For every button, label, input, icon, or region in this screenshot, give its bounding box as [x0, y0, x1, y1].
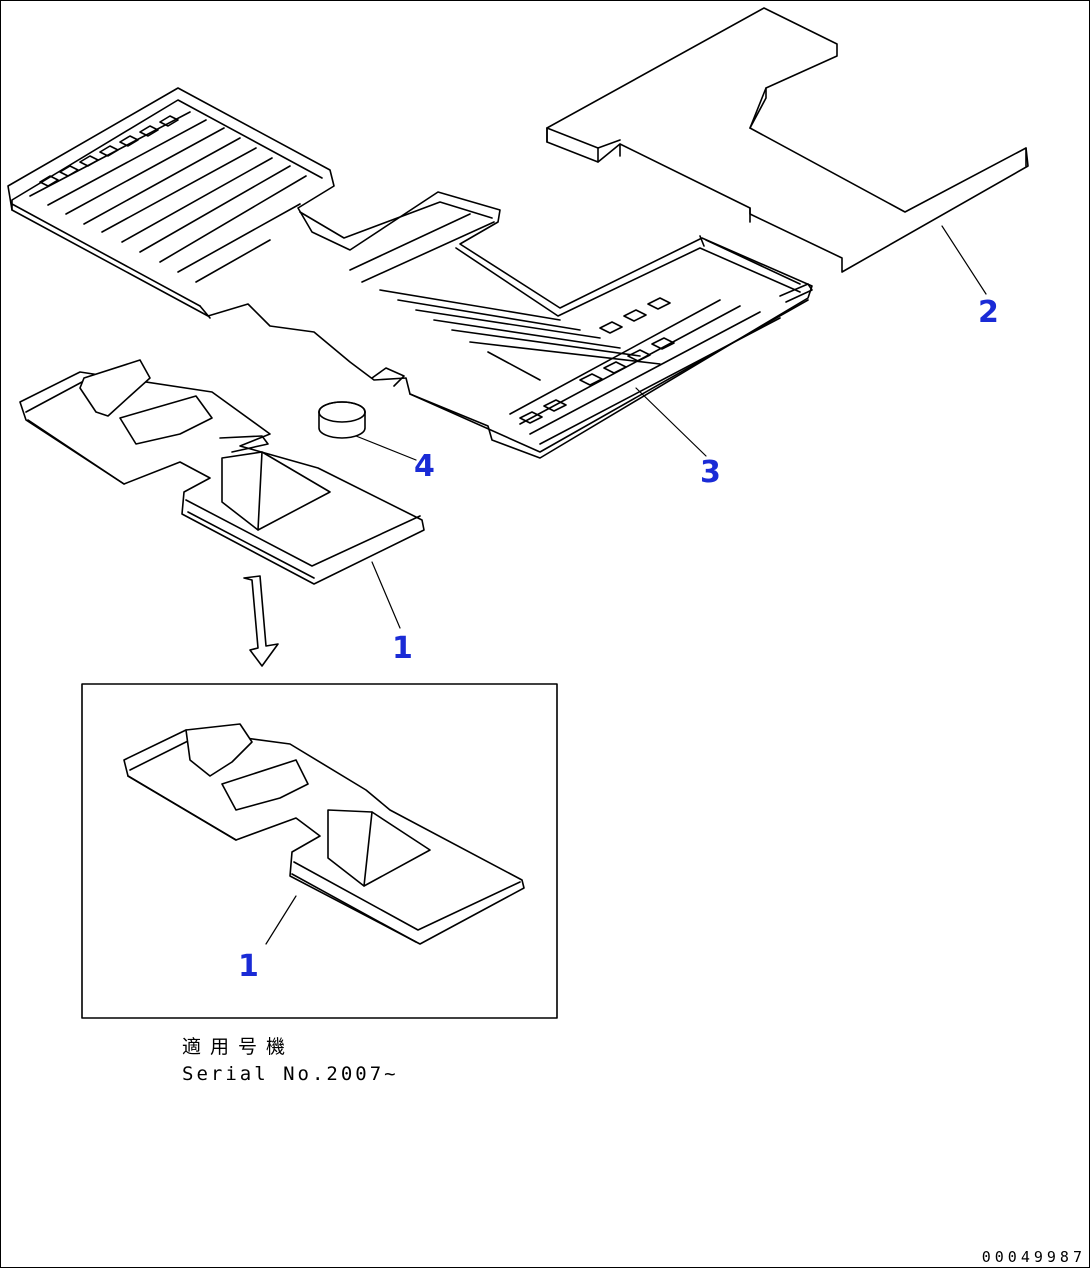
- callout-2: 2: [978, 295, 999, 330]
- part-1-front-mat: [19, 359, 425, 585]
- part-3-floor-plate: [7, 87, 813, 459]
- drawing-number: 00049987: [981, 1248, 1086, 1266]
- applicability-jp: 適用号機: [182, 1036, 295, 1058]
- direction-arrow: [243, 575, 279, 667]
- leader-lines: [265, 225, 987, 945]
- applicability-serial: Serial No.2007~: [182, 1063, 399, 1085]
- part-4-cap: [318, 401, 366, 439]
- part-1-inset-mat: [123, 723, 525, 945]
- inset-box: [81, 683, 558, 1019]
- callout-3: 3: [700, 455, 721, 490]
- part-2-floor-mat: [546, 7, 1029, 273]
- callout-4: 4: [414, 449, 435, 484]
- callout-1: 1: [392, 631, 413, 666]
- applicability-note: 適用号機 Serial No.2007~: [182, 1034, 399, 1088]
- callout-1-inset: 1: [238, 949, 259, 984]
